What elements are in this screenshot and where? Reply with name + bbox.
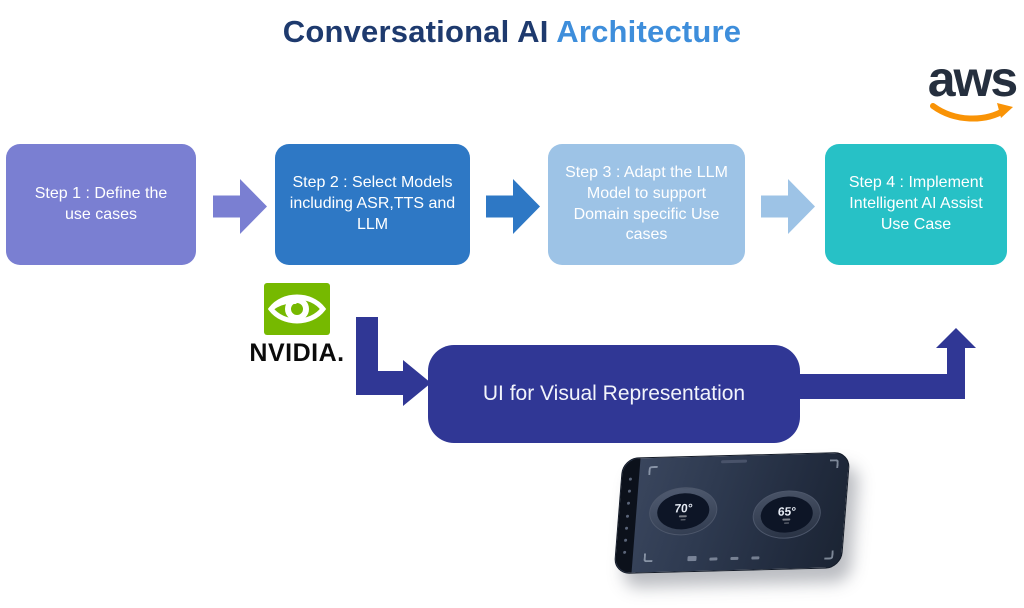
dial-mode-icon [680, 519, 686, 521]
thermostat-dial-right-face: 65° [759, 495, 815, 534]
dial-mode-icon [678, 515, 687, 518]
screen-corner-bracket-icon [829, 459, 839, 469]
bezel-dot-icon [627, 489, 632, 493]
flow-step-4: Step 4 : Implement Intelligent AI Assist… [825, 144, 1007, 265]
aws-logo: aws [926, 51, 1019, 126]
device-bottom-controls [687, 554, 760, 562]
thermostat-left-temperature: 70° [673, 501, 694, 516]
bezel-dot-icon [625, 514, 630, 518]
device-control-icon [730, 556, 739, 561]
nvidia-wordmark: NVIDIA. [249, 339, 345, 367]
device-control-icon [751, 556, 760, 560]
aws-wordmark: aws [927, 51, 1019, 107]
thermostat-dial-left: 70° [647, 486, 720, 537]
flow-step-1: Step 1 : Define the use cases [6, 144, 196, 265]
flow-step-2: Step 2 : Select Models including ASR,TTS… [275, 144, 470, 265]
bezel-dot-icon [626, 502, 631, 506]
title-main: Conversational AI [282, 14, 549, 49]
thermostat-dial-right: 65° [750, 489, 823, 540]
thermostat-right-temperature: 65° [777, 504, 797, 519]
thermostat-dial-left-face: 70° [655, 492, 711, 530]
aws-smile-icon [930, 103, 1013, 122]
ui-representation-label: UI for Visual Representation [482, 382, 746, 405]
dial-mode-icon [782, 518, 791, 521]
screen-corner-bracket-icon [648, 465, 658, 476]
bezel-dot-icon [623, 550, 627, 554]
nvidia-eye-icon [264, 283, 330, 335]
bezel-dot-icon [624, 526, 629, 530]
thermostat-device: 70° 65° [613, 451, 851, 575]
screen-corner-bracket-icon [824, 550, 834, 560]
connector-arrow-up-icon [790, 328, 976, 399]
bezel-dot-icon [628, 477, 633, 481]
bezel-dot-icon [624, 538, 628, 542]
flow-step-1-label: Step 1 : Define the use cases [34, 184, 168, 223]
flow-step-2-label: Step 2 : Select Models including ASR,TTS… [289, 174, 456, 233]
dial-mode-icon [783, 522, 789, 524]
connector-arrow-down-right-icon [356, 317, 431, 406]
flow-step-4-label: Step 4 : Implement Intelligent AI Assist… [848, 174, 984, 233]
ui-representation-box: UI for Visual Representation [428, 345, 800, 443]
device-control-icon [687, 555, 697, 562]
device-speaker-notch [720, 459, 748, 464]
screen-corner-bracket-icon [643, 553, 654, 563]
nvidia-logo: NVIDIA. [238, 281, 356, 368]
device-control-icon [709, 557, 718, 561]
flow-step-3: Step 3 : Adapt the LLM Model to support … [548, 144, 745, 265]
flow-step-3-label: Step 3 : Adapt the LLM Model to support … [565, 163, 728, 244]
title-accent: Architecture [556, 14, 742, 49]
page-title: Conversational AI Architecture [0, 14, 1024, 50]
